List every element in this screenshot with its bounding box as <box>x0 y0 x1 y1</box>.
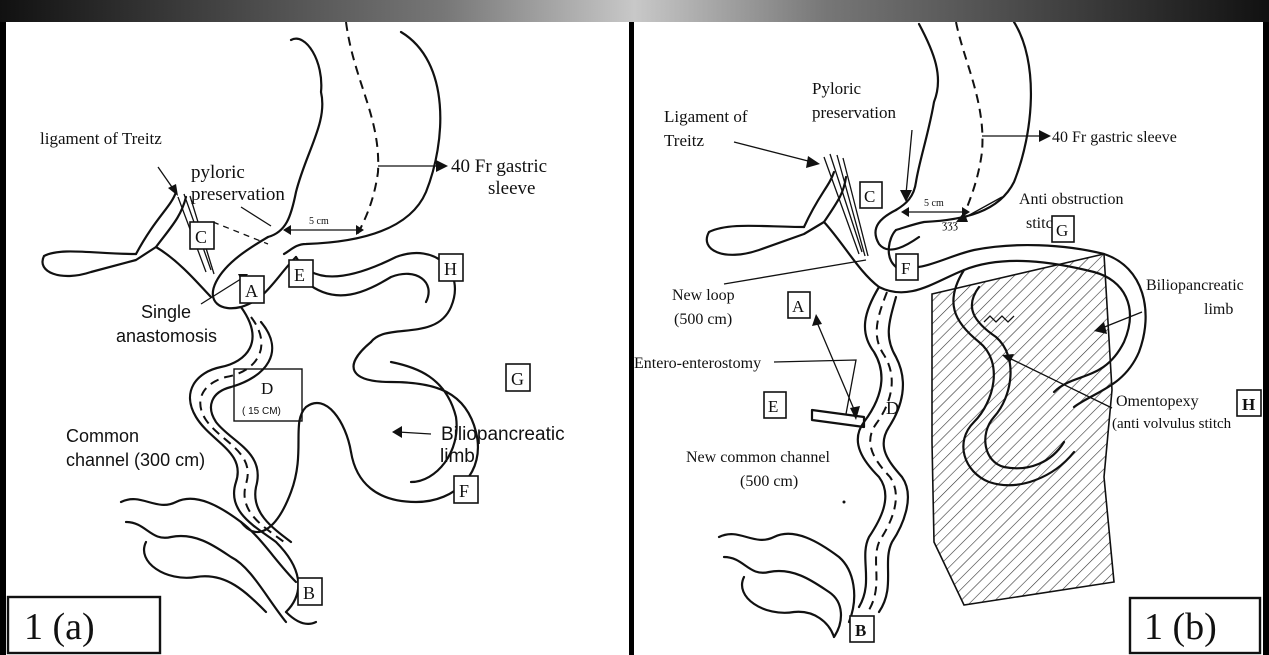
arrow-ligament <box>734 142 812 162</box>
label-ligament-1: Ligament of <box>664 107 748 126</box>
box-a-letter: A <box>245 281 258 301</box>
label-ligament-2: Treitz <box>664 131 704 150</box>
label-entero: Entero-enterostomy <box>634 355 761 372</box>
label-single: Single <box>141 302 191 322</box>
stomach-outline <box>268 32 440 254</box>
label-biliopancreatic-2: limb <box>1204 301 1233 318</box>
box-b-letter: B <box>855 621 866 640</box>
label-omentopexy-1: Omentopexy <box>1116 393 1199 410</box>
panel-b-diagram: ʒʒʒ Ligament of Treitz Pyloric preservat… <box>634 22 1263 655</box>
omentum-hatched <box>932 254 1114 605</box>
label-omentopexy-2: (anti volvulus stitch <box>1112 416 1232 432</box>
label-biliopancreatic-1: Biliopancreatic <box>441 424 565 445</box>
arrow-ligament-head <box>168 184 178 196</box>
label-pyloric-2: preservation <box>812 103 897 122</box>
common-channel <box>858 287 908 612</box>
arrow-sleeve-head <box>436 160 448 172</box>
label-pyloric-2: preservation <box>191 184 285 205</box>
box-e-letter: E <box>294 265 305 285</box>
colon <box>719 534 854 637</box>
gallbladder <box>42 247 156 276</box>
arrow-5cm-head-right <box>356 225 364 235</box>
label-15cm: ( 15 CM) <box>242 406 281 417</box>
label-5cm: 5 cm <box>924 198 944 209</box>
arrow-a <box>816 320 856 414</box>
label-new-loop-1: New loop <box>672 287 735 304</box>
label-sleeve: 40 Fr gastric sleeve <box>1052 129 1177 146</box>
box-h-letter: H <box>444 259 457 279</box>
box-d-letter: D <box>886 398 899 418</box>
box-c-letter: C <box>864 187 875 206</box>
label-common-2: channel (300 cm) <box>66 450 205 470</box>
label-common-1: Common <box>66 426 139 446</box>
label-ligament: ligament of Treitz <box>40 129 162 148</box>
arrow-biliopancreatic <box>398 432 431 434</box>
box-c-letter: C <box>195 227 207 247</box>
label-new-common-1: New common channel <box>686 449 831 466</box>
arrow-anastomosis <box>201 277 244 304</box>
sleeve-staple-line <box>346 22 378 237</box>
gallbladder <box>707 222 824 255</box>
box-d-letter: D <box>261 379 273 398</box>
label-pyloric-1: pyloric <box>191 162 245 183</box>
box-e-letter: E <box>768 397 778 416</box>
label-sleeve-1: 40 Fr gastric <box>451 156 547 177</box>
arrow-a-head-bottom <box>850 406 860 420</box>
figure-label-b: 1 (b) <box>1144 606 1217 648</box>
label-anti-obstruction-1: Anti obstruction <box>1019 191 1123 208</box>
arrow-sleeve-head <box>1039 130 1051 142</box>
label-biliopancreatic-2: limb <box>440 446 475 467</box>
common-channel-dashes <box>869 292 896 610</box>
arrow-ligament-head <box>806 156 820 168</box>
box-g-letter: G <box>1056 221 1068 240</box>
dot <box>843 501 846 504</box>
box-f-letter: F <box>901 259 910 278</box>
sleeve-staple-line <box>956 22 982 220</box>
box-b-letter: B <box>303 583 315 603</box>
anti-obstruction-stitch-mark: ʒʒʒ <box>942 217 958 231</box>
arrow-biliopancreatic-head <box>392 426 402 438</box>
arrow-5cm-head-left <box>901 207 909 217</box>
label-pyloric-1: Pyloric <box>812 79 862 98</box>
box-h-letter: H <box>1242 395 1255 414</box>
arrow-a-head-top <box>812 314 822 326</box>
box-f-letter: F <box>459 481 469 501</box>
arrow-new-loop <box>724 260 866 284</box>
label-new-common-2: (500 cm) <box>740 473 798 490</box>
figure-label-a: 1 (a) <box>24 606 95 648</box>
bowel-loop-upper <box>296 253 455 342</box>
label-new-loop-2: (500 cm) <box>674 311 732 328</box>
box-a-letter: A <box>792 297 805 316</box>
label-sleeve-2: sleeve <box>488 178 535 199</box>
appendix-tip <box>286 612 316 624</box>
arrow-pyloric <box>241 207 271 226</box>
arrow-pyloric <box>906 130 912 194</box>
label-anastomosis: anastomosis <box>116 326 217 346</box>
panel-b: ʒʒʒ Ligament of Treitz Pyloric preservat… <box>634 22 1263 655</box>
panel-a: ligament of Treitz pyloric preservation … <box>6 22 629 655</box>
label-biliopancreatic-1: Biliopancreatic <box>1146 277 1244 294</box>
box-g-letter: G <box>511 369 524 389</box>
top-gradient-bar <box>0 0 1269 22</box>
panel-a-diagram: ligament of Treitz pyloric preservation … <box>6 22 629 655</box>
label-5cm: 5 cm <box>309 216 329 227</box>
